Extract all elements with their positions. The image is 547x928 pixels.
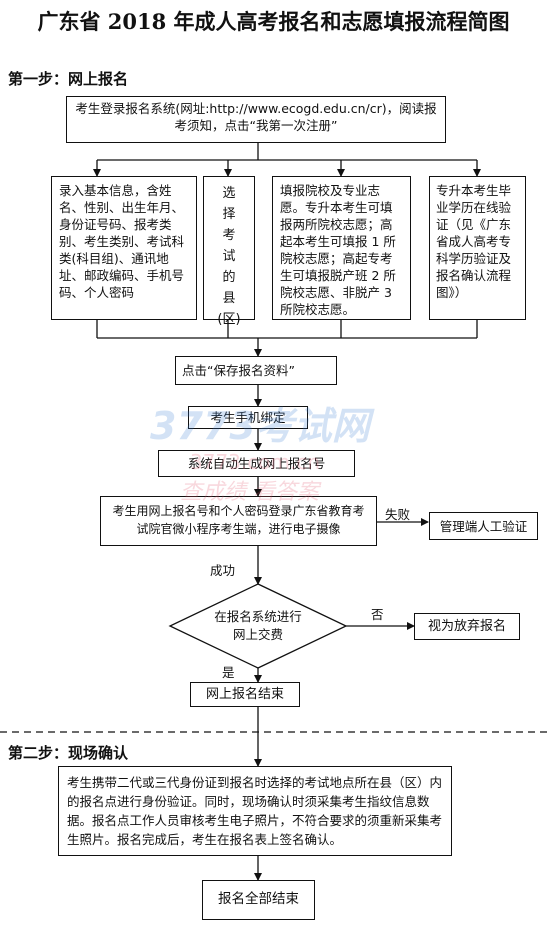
county-char: 选 xyxy=(222,186,236,201)
onsite-box: 考生携带二代或三代身份证到报名时选择的考试地点所在县（区）内的报名点进行身份验证… xyxy=(58,766,452,856)
volunteer-text: 填报院校及专业志愿。专升本考生可填报两所院校志愿；高起本考生可填报 1 所院校志… xyxy=(280,183,396,317)
gen-number-text: 系统自动生成网上报名号 xyxy=(187,456,326,471)
abandon-text: 视为放弃报名 xyxy=(427,619,506,634)
pay-text: 在报名系统进行网上交费 xyxy=(214,609,302,642)
step2-label: 第二步：现场确认 xyxy=(8,744,129,762)
page-title: 广东省 2018 年成人高考报名和志愿填报流程简图 xyxy=(37,9,510,34)
verify-text: 专升本考生毕业学历在线验证（见《广东省成人高考专科学历验证及报名确认流程图》） xyxy=(436,183,512,300)
login-text: 考生登录报名系统(网址:http://www.ecogd.edu.cn/cr)，… xyxy=(75,101,437,133)
bind-phone-text: 考生手机绑定 xyxy=(210,410,286,425)
save-text: 点击“保存报名资料” xyxy=(182,363,295,378)
yes-label: 是 xyxy=(222,665,235,680)
no-label: 否 xyxy=(371,607,384,622)
decision-diamond xyxy=(168,583,348,669)
all-end-box: 报名全部结束 xyxy=(202,880,315,920)
online-end-box: 网上报名结束 xyxy=(190,682,300,707)
onsite-text: 考生携带二代或三代身份证到报名时选择的考试地点所在县（区）内的报名点进行身份验证… xyxy=(67,775,443,847)
photo-box: 考生用网上报名号和个人密码登录广东省教育考试院官微小程序考生端，进行电子摄像 xyxy=(100,496,377,546)
county-char: (区) xyxy=(217,312,241,327)
abandon-box: 视为放弃报名 xyxy=(414,613,520,640)
county-char: 考 xyxy=(222,228,236,243)
county-char: 试 xyxy=(222,249,236,264)
fail-label: 失败 xyxy=(385,507,411,522)
manual-verify-box: 管理端人工验证 xyxy=(429,512,538,540)
basic-info-box: 录入基本信息，含姓名、性别、出生年月、身份证号码、报考类别、考生类别、考试科类(… xyxy=(51,176,197,320)
bind-phone-box: 考生手机绑定 xyxy=(188,406,308,429)
county-char: 县 xyxy=(222,291,236,306)
all-end-text: 报名全部结束 xyxy=(218,891,299,907)
step1-label: 第一步：网上报名 xyxy=(8,70,129,88)
photo-text: 考生用网上报名号和个人密码登录广东省教育考试院官微小程序考生端，进行电子摄像 xyxy=(112,504,365,536)
volunteer-box: 填报院校及专业志愿。专升本考生可填报两所院校志愿；高起本考生可填报 1 所院校志… xyxy=(272,176,411,320)
verify-box: 专升本考生毕业学历在线验证（见《广东省成人高考专科学历验证及报名确认流程图》） xyxy=(429,176,526,320)
manual-verify-text: 管理端人工验证 xyxy=(439,519,528,534)
county-box: 选 择 考 试 的 县 (区) xyxy=(203,176,255,327)
county-char: 择 xyxy=(222,207,236,222)
success-label: 成功 xyxy=(210,563,236,578)
gen-number-box: 系统自动生成网上报名号 xyxy=(158,450,355,477)
county-char: 的 xyxy=(222,270,236,285)
login-box: 考生登录报名系统(网址:http://www.ecogd.edu.cn/cr)，… xyxy=(66,96,446,143)
save-box: 点击“保存报名资料” xyxy=(175,356,337,385)
basic-info-text: 录入基本信息，含姓名、性别、出生年月、身份证号码、报考类别、考生类别、考试科类(… xyxy=(59,183,185,300)
online-end-text: 网上报名结束 xyxy=(205,687,284,702)
